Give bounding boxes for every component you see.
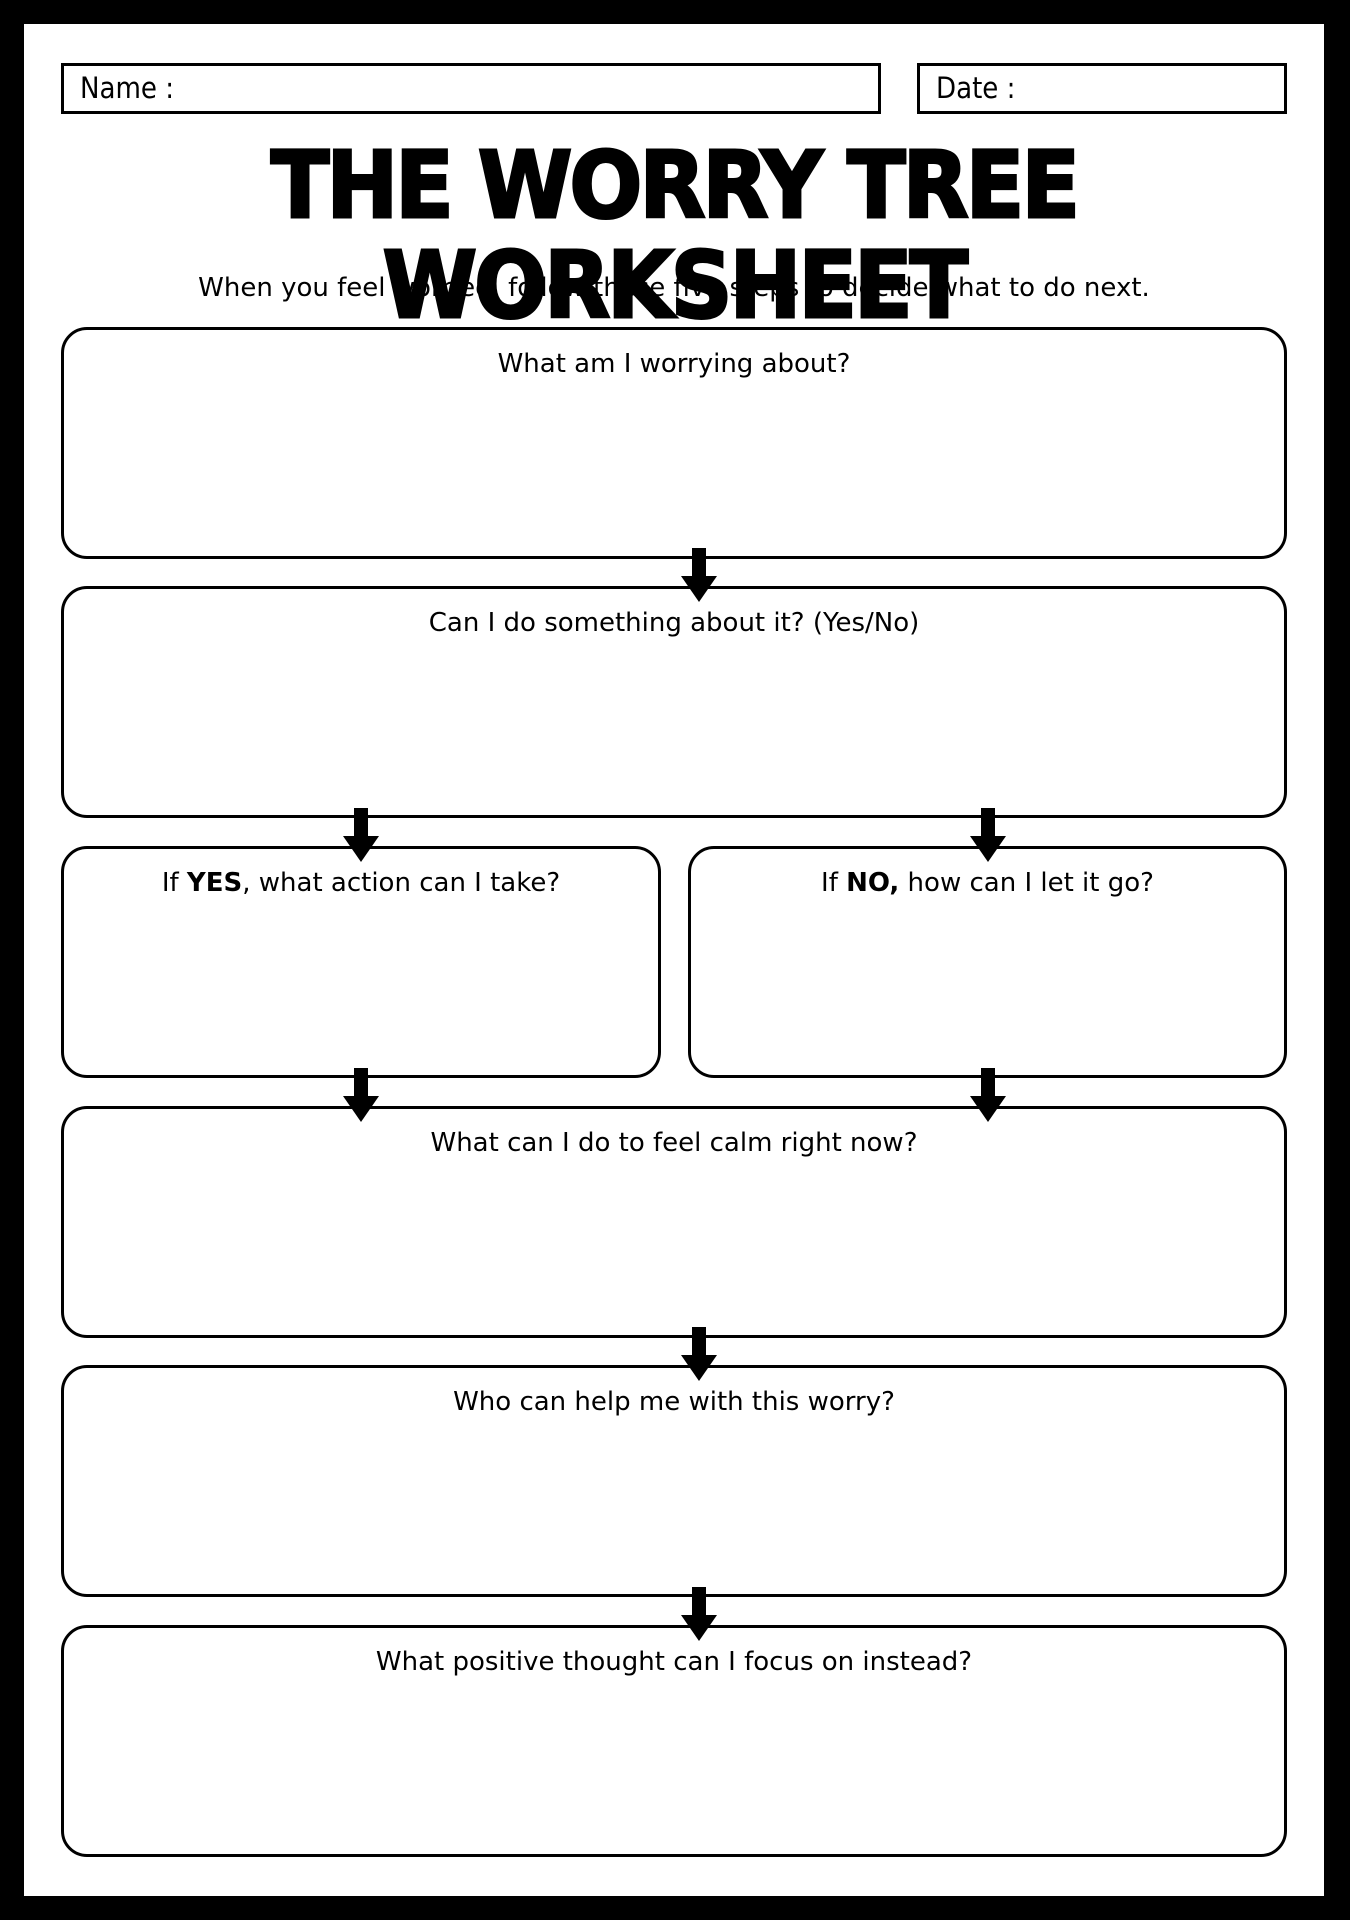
positive-thought-answer-box[interactable]: What positive thought can I focus on ins… (61, 1625, 1287, 1857)
yes-prefix: If (161, 868, 187, 898)
yes-rest: , what action can I take? (242, 868, 561, 898)
can-do-question: Can I do something about it? (Yes/No) (428, 608, 920, 638)
no-let-go-answer-box[interactable]: If NO, how can I let it go? (688, 846, 1287, 1078)
arrow-down-icon (681, 548, 717, 602)
worksheet-title: THE WORRY TREE WORKSHEET (269, 132, 1081, 339)
no-prefix: If (821, 868, 847, 898)
arrow-down-icon (343, 808, 379, 862)
arrow-down-icon (343, 1068, 379, 1122)
worry-answer-box[interactable]: What am I worrying about? (61, 327, 1287, 559)
help-answer-box[interactable]: Who can help me with this worry? (61, 1365, 1287, 1597)
no-rest: how can I let it go? (899, 868, 1154, 898)
arrow-down-icon (681, 1587, 717, 1641)
can-do-answer-box[interactable]: Can I do something about it? (Yes/No) (61, 586, 1287, 818)
calm-question: What can I do to feel calm right now? (430, 1128, 918, 1158)
date-label: Date : (936, 71, 1016, 105)
worry-question: What am I worrying about? (497, 349, 851, 379)
name-field[interactable]: Name : (61, 63, 881, 114)
worksheet-instructions: When you feel worried, follow these five… (198, 273, 1150, 303)
positive-thought-question: What positive thought can I focus on ins… (375, 1647, 973, 1677)
yes-action-question: If YES, what action can I take? (64, 865, 658, 901)
help-question: Who can help me with this worry? (453, 1387, 895, 1417)
no-let-go-question: If NO, how can I let it go? (691, 865, 1284, 901)
arrow-down-icon (970, 808, 1006, 862)
worksheet-page: Name : Date : THE WORRY TREE WORKSHEET W… (24, 24, 1324, 1896)
arrow-down-icon (970, 1068, 1006, 1122)
arrow-down-icon (681, 1327, 717, 1381)
yes-action-answer-box[interactable]: If YES, what action can I take? (61, 846, 661, 1078)
name-label: Name : (80, 71, 175, 105)
calm-answer-box[interactable]: What can I do to feel calm right now? (61, 1106, 1287, 1338)
yes-keyword: YES (186, 868, 243, 898)
date-field[interactable]: Date : (917, 63, 1287, 114)
no-keyword: NO, (846, 868, 900, 898)
